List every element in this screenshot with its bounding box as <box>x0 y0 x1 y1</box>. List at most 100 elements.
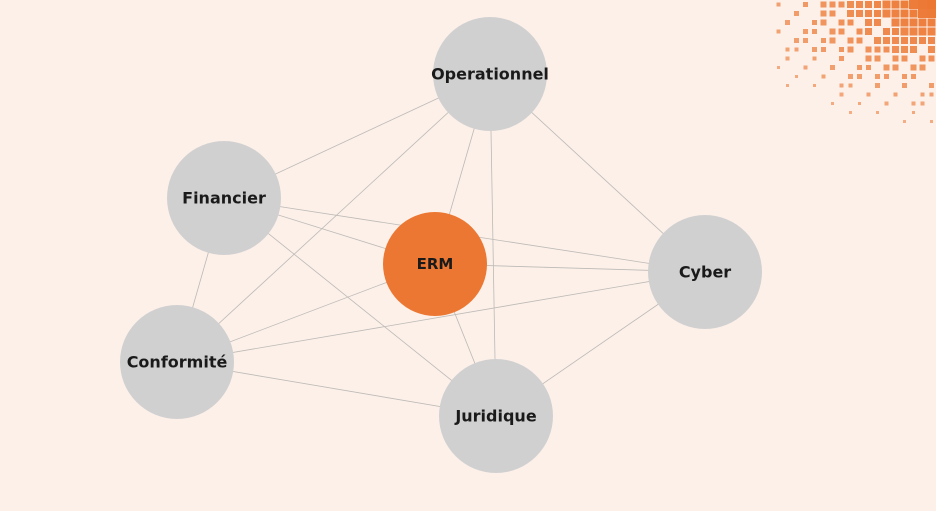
pixel-square <box>839 56 844 61</box>
pixel-square <box>820 1 827 8</box>
pixel-square <box>891 18 900 27</box>
pixel-square <box>928 46 935 53</box>
pixel-square <box>927 9 936 18</box>
pixel-square <box>838 19 845 26</box>
pixel-square <box>900 18 909 27</box>
node-erm: ERM <box>383 212 487 316</box>
node-label: Cyber <box>679 263 731 282</box>
pixel-square <box>858 102 861 105</box>
pixel-square <box>876 111 879 114</box>
pixel-square <box>891 0 900 9</box>
pixel-square <box>918 18 927 27</box>
pixel-square <box>803 2 808 7</box>
pixel-square <box>865 10 872 17</box>
node-label: Conformité <box>127 353 228 372</box>
pixel-square <box>821 47 826 52</box>
pixel-square <box>803 29 808 34</box>
pixel-square <box>920 92 925 97</box>
pixel-square <box>874 10 881 17</box>
pixel-square <box>785 56 790 61</box>
pixel-square <box>848 74 853 79</box>
pixel-square <box>882 0 891 9</box>
pixel-square <box>829 1 836 8</box>
pixel-square <box>883 64 890 71</box>
pixel-square <box>839 83 844 88</box>
pixel-square <box>848 83 853 88</box>
pixel-square <box>794 47 799 52</box>
pixel-square <box>911 101 916 106</box>
node-cyber: Cyber <box>648 215 762 329</box>
pixel-square <box>910 46 917 53</box>
node-label: Operationnel <box>431 65 549 84</box>
pixel-square <box>901 55 908 62</box>
pixel-square <box>929 92 934 97</box>
pixel-square <box>776 2 781 7</box>
pixel-square <box>865 28 872 35</box>
pixel-square <box>928 37 935 44</box>
pixel-square <box>856 10 863 17</box>
pixel-square <box>821 74 826 79</box>
pixel-square <box>930 120 933 123</box>
edge-conformite-cyber <box>176 271 706 363</box>
pixel-square <box>900 27 909 36</box>
pixel-square <box>794 38 799 43</box>
pixel-square <box>794 11 799 16</box>
pixel-square <box>829 28 836 35</box>
pixel-square <box>875 83 880 88</box>
pixel-square <box>900 0 909 9</box>
pixel-square <box>920 101 925 106</box>
pixel-square <box>829 10 836 17</box>
node-circle <box>439 359 553 473</box>
pixel-square <box>865 55 872 62</box>
pixel-square <box>875 74 880 79</box>
pixel-square <box>909 9 918 18</box>
pixel-square <box>812 56 817 61</box>
pixel-square <box>856 1 863 8</box>
pixel-square <box>865 46 872 53</box>
pixel-square <box>919 64 926 71</box>
pixel-square <box>874 19 881 26</box>
node-juridique: Juridique <box>439 359 553 473</box>
pixel-square <box>831 102 834 105</box>
pixel-square <box>883 28 890 35</box>
pixel-square <box>902 83 907 88</box>
pixel-square <box>928 55 935 62</box>
pixel-square <box>866 92 871 97</box>
pixel-square <box>838 28 845 35</box>
node-label: Financier <box>182 189 266 208</box>
pixel-square <box>901 46 908 53</box>
node-operationnel: Operationnel <box>431 17 549 131</box>
pixel-square <box>910 64 917 71</box>
pixel-square <box>821 38 826 43</box>
pixel-square <box>865 19 872 26</box>
pixel-square <box>902 74 907 79</box>
edge-operationnel-conformite <box>176 73 491 363</box>
pixel-square <box>900 9 909 18</box>
pixel-square <box>874 1 881 8</box>
pixel-square <box>847 19 854 26</box>
pixel-square <box>892 37 899 44</box>
pixel-square <box>919 37 926 44</box>
pixel-square <box>820 19 827 26</box>
pixel-square <box>839 47 844 52</box>
pixel-square <box>918 0 927 9</box>
pixel-square <box>882 9 891 18</box>
node-label: Juridique <box>454 407 537 426</box>
pixel-square <box>883 37 890 44</box>
pixel-square <box>918 9 927 18</box>
pixel-square <box>884 101 889 106</box>
pixel-square <box>909 18 918 27</box>
pixel-square <box>909 27 918 36</box>
pixel-square <box>785 20 790 25</box>
pixel-square <box>812 29 817 34</box>
pixel-square <box>927 27 936 36</box>
pixel-square <box>903 120 906 123</box>
node-circle <box>120 305 234 419</box>
pixel-square <box>892 64 899 71</box>
pixel-square <box>813 84 816 87</box>
pixel-square <box>847 10 854 17</box>
pixel-square <box>927 0 936 9</box>
pixel-square <box>820 10 827 17</box>
pixel-square <box>891 9 900 18</box>
